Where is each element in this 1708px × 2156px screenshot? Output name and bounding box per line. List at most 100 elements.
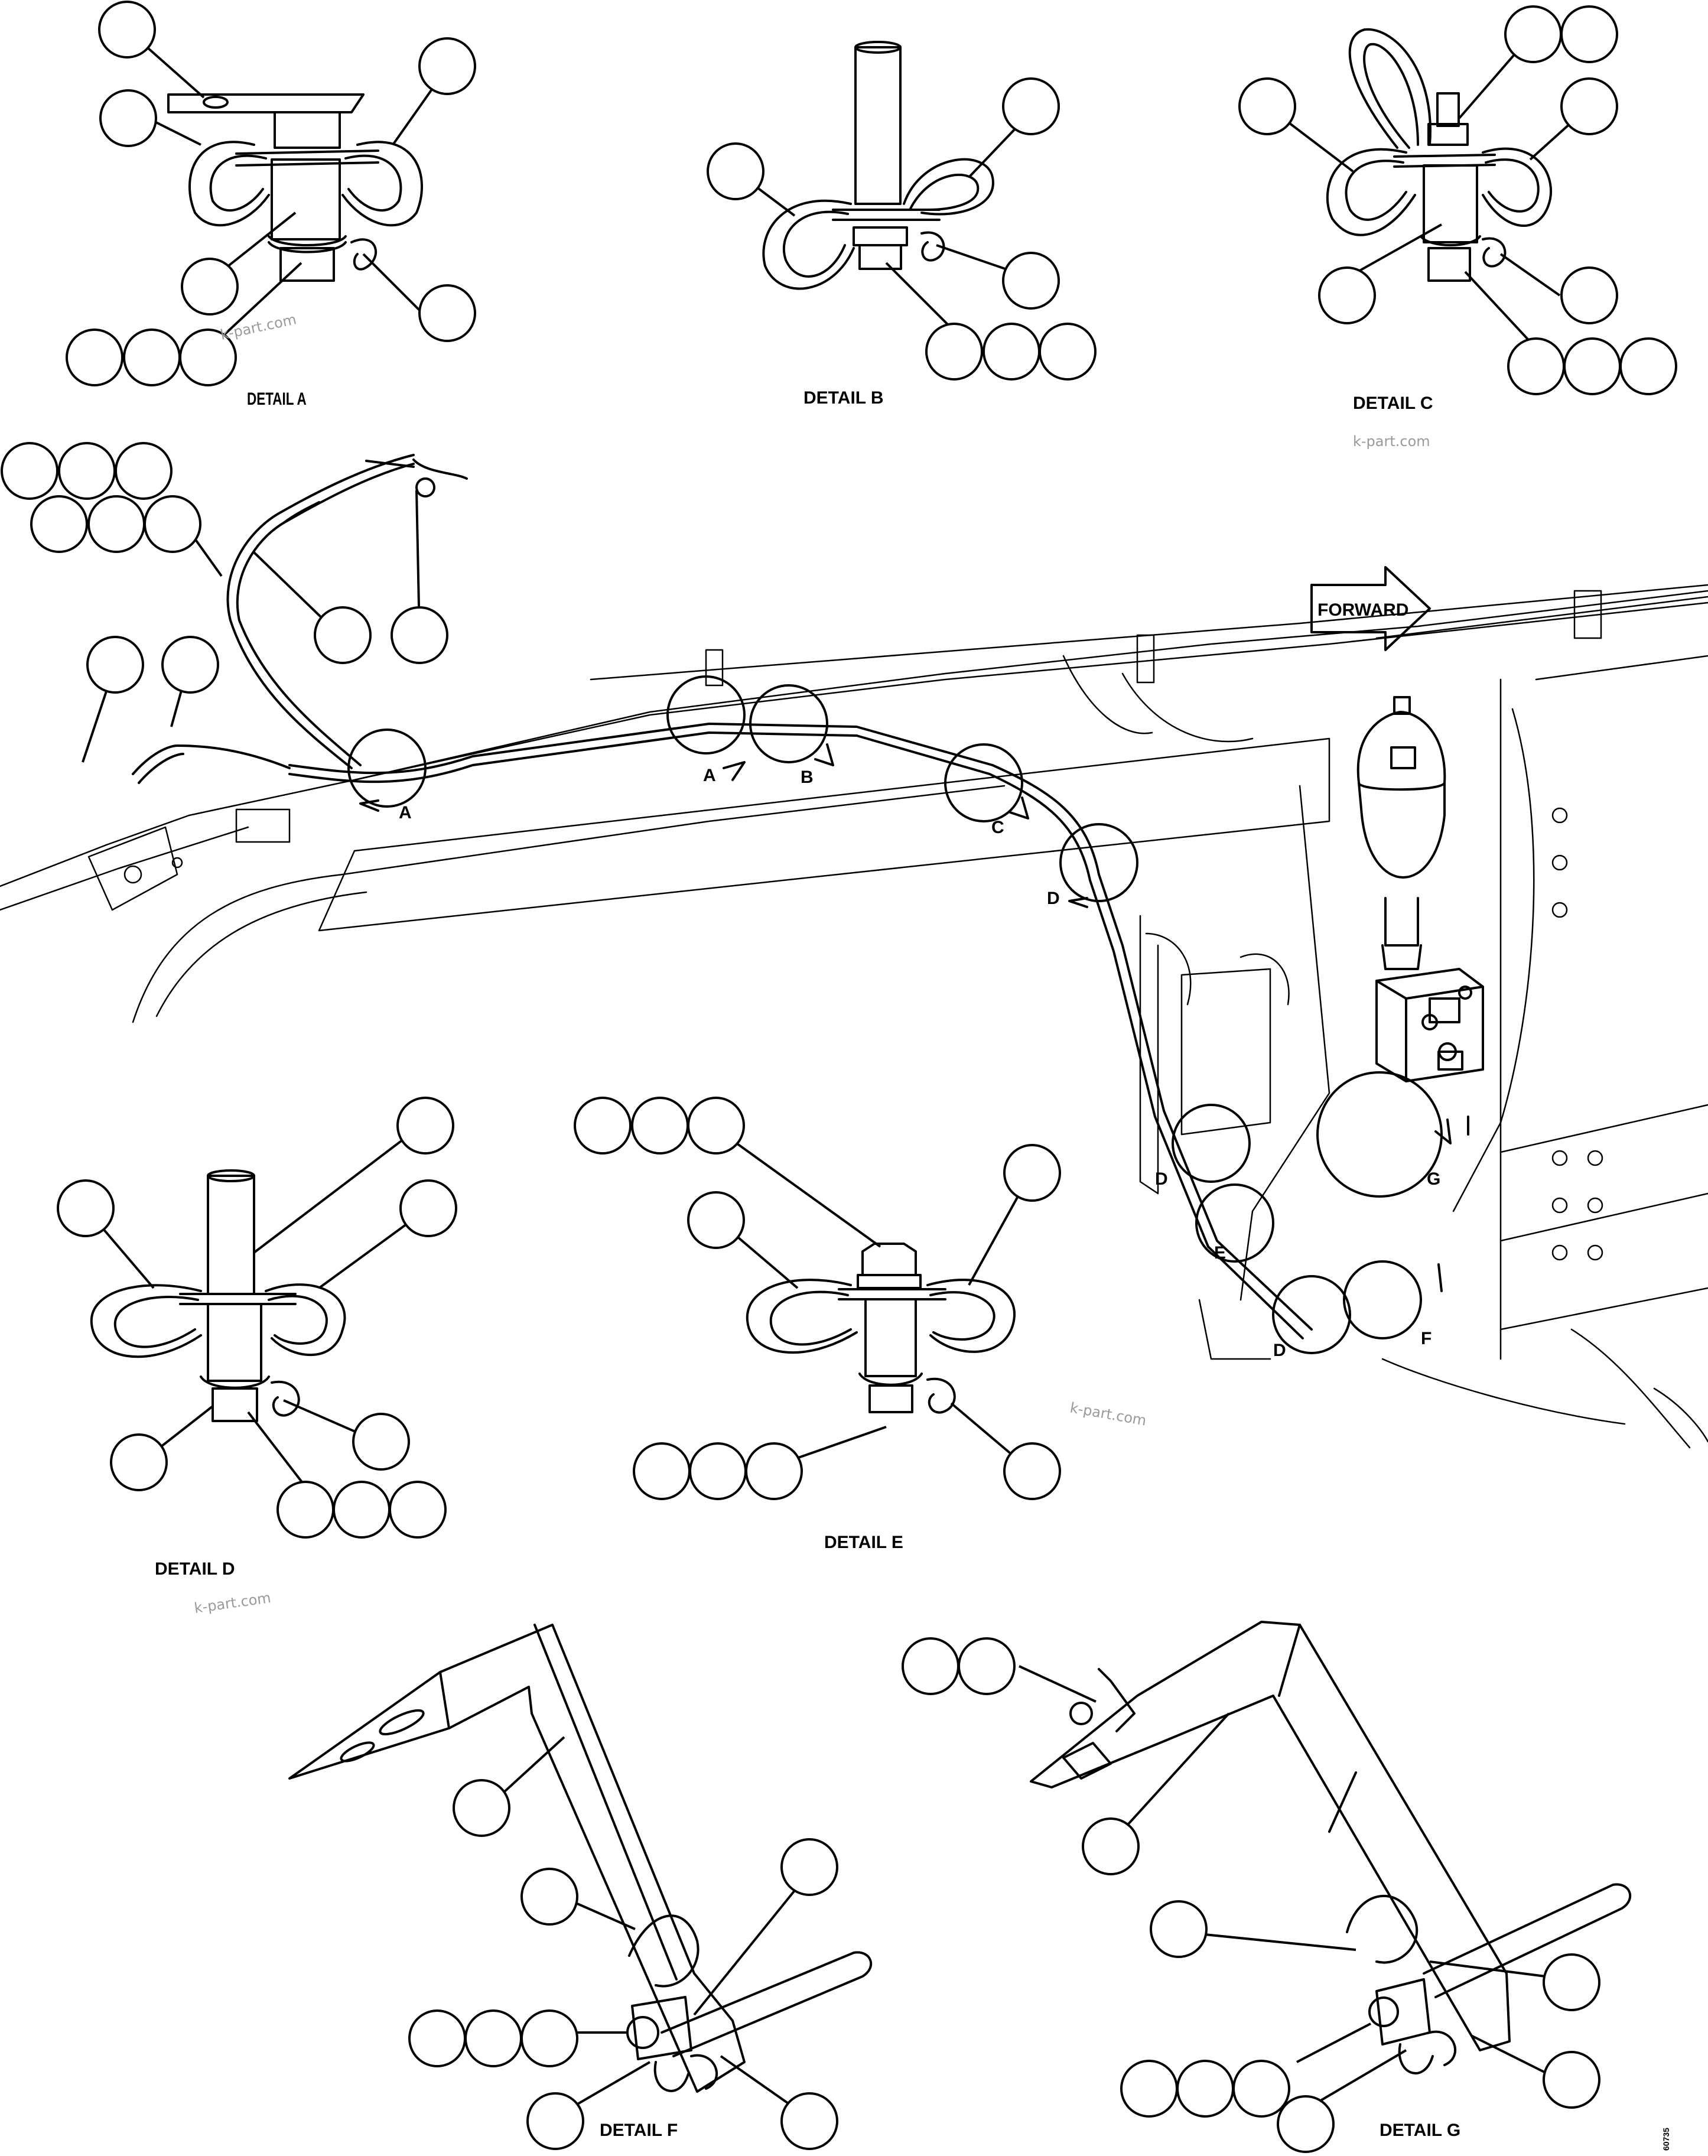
view-letter-g: G [1427,1169,1440,1189]
callout-bubble [1543,1953,1600,2011]
callout-bubble [1176,2060,1234,2118]
callout-bubble [1082,1817,1140,1875]
callout-bubble [1543,2051,1600,2109]
callout-bubble [687,1097,745,1155]
view-letter-a: A [399,803,412,822]
view-letter-d: D [1047,889,1060,908]
callout-bubble [1,442,58,500]
callout-bubble [1002,252,1060,310]
callout-bubble [1560,5,1618,63]
callout-bubble [99,89,157,147]
callout-bubble [352,1413,410,1471]
detail-g-bracket-assembly [1030,1621,1632,2074]
callout-bubble [1120,2060,1178,2118]
detail-c-callouts: DETAIL C [1238,5,1677,413]
callout-bubble [161,636,219,694]
callout-bubble [1560,266,1618,324]
forward-label: FORWARD [1317,600,1408,620]
callout-bubble [1238,77,1296,135]
callout-bubble [1003,1442,1061,1500]
watermark: k-part.com [1069,1399,1148,1429]
view-letter-c: C [991,818,1004,837]
callout-bubble [464,2009,522,2067]
callout-bubble [631,1097,689,1155]
detail-a-title: DETAIL A [247,389,307,409]
callout-bubble [1507,337,1565,395]
callout-bubble [520,2009,578,2067]
detail-e-callouts: DETAIL E [574,1097,1061,1552]
callout-bubble [453,1779,510,1837]
detail-e-title: DETAIL E [824,1533,903,1552]
callout-bubble [520,1868,578,1926]
callout-bubble [1232,2060,1290,2118]
callout-bubble [87,495,145,553]
detail-f-bracket-assembly [288,1624,873,2093]
callout-bubble [707,142,764,200]
view-letter-e: E [1214,1243,1226,1263]
view-letter-d: D [1273,1341,1286,1360]
callout-bubble [144,495,201,553]
callout-bubble [98,1,156,58]
detail-d-callouts: DETAIL D [57,1097,457,1579]
detail-b-clamp-assembly [762,41,994,290]
callout-bubble [86,636,144,694]
callout-bubble [110,1433,168,1491]
view-letters: A A B C D D E D F G [399,766,1440,1360]
watermark: k-part.com [193,1589,272,1617]
callout-bubble [1002,77,1060,135]
main-assembly-callouts [1,442,448,763]
callout-bubble [418,37,476,95]
callout-bubble [418,284,476,342]
callout-bubble [574,1097,632,1155]
callout-bubble [1150,1900,1208,1958]
callout-bubble [925,323,983,381]
callout-bubble [780,1838,838,1896]
callout-bubble [1039,323,1097,381]
callout-bubble [276,1481,334,1539]
detail-f-callouts: DETAIL F [408,1736,838,2150]
callout-bubble [1318,266,1376,324]
callout-bubble [958,1637,1016,1695]
forward-arrow: FORWARD [1310,566,1431,651]
callout-bubble [57,1179,115,1237]
callout-bubble [396,1097,454,1155]
detail-a-callouts: DETAIL A [66,1,476,409]
view-letter-f: F [1421,1329,1432,1348]
callout-bubble [902,1637,959,1695]
callout-bubble [399,1179,457,1237]
callout-bubble [1563,337,1621,395]
callout-bubble [408,2009,466,2067]
callout-bubble [333,1481,391,1539]
watermark: k-part.com [219,311,298,343]
detail-e-clamp-assembly [746,1243,1016,1414]
callout-bubble [181,258,239,316]
callout-bubble [633,1442,691,1500]
callout-bubble [1619,337,1677,395]
view-letter-b: B [801,768,814,787]
figure-number: 60735 [1661,2128,1671,2151]
callout-bubble [780,2092,838,2150]
detail-b-callouts: DETAIL B [707,77,1097,408]
detail-a-clamp-assembly [167,93,423,282]
callout-bubble [66,329,123,386]
callout-bubble [115,442,173,500]
callout-bubble [1003,1144,1061,1202]
callout-bubble [526,2092,584,2150]
detail-d-title: DETAIL D [155,1559,235,1579]
watermark: k-part.com [1353,433,1430,450]
detail-f-title: DETAIL F [600,2121,678,2140]
callout-bubble [982,323,1040,381]
detail-c-title: DETAIL C [1353,394,1433,413]
callout-bubble [689,1442,747,1500]
callout-bubble [1504,5,1562,63]
callout-bubble [123,329,181,386]
view-letter-d: D [1155,1169,1168,1189]
detail-g-callouts: DETAIL G [902,1637,1600,2153]
callout-bubble [745,1442,803,1500]
callout-bubble [314,606,372,664]
view-letter-a: A [703,766,716,785]
callout-bubble [391,606,448,664]
callout-bubble [30,495,88,553]
detail-b-title: DETAIL B [803,388,884,408]
